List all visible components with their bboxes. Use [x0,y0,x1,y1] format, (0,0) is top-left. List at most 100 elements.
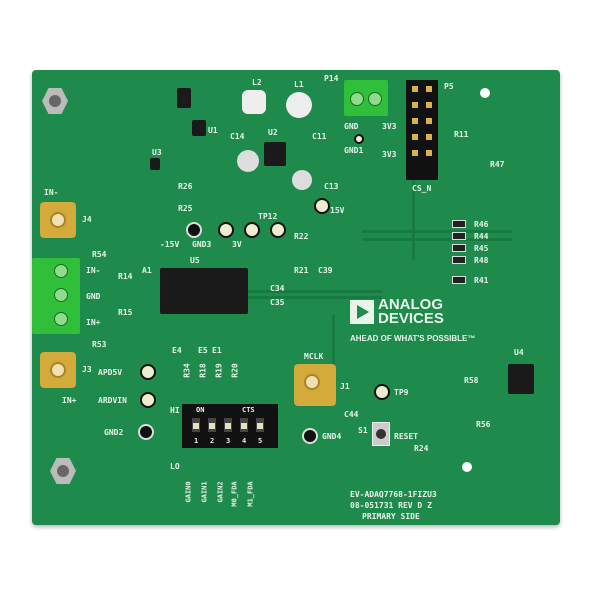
label: 3 [226,437,231,445]
label: 5 [258,437,263,445]
label: -15V [160,240,180,249]
label: GND3 [192,240,212,249]
label: L2 [252,78,262,87]
j4-sma-connector[interactable] [40,202,76,238]
label: R54 [92,250,107,259]
dip-switch-3[interactable] [224,418,232,432]
l2-inductor [242,90,266,114]
label: C39 [318,266,333,275]
u1-chip [192,120,206,136]
capacitor [237,150,259,172]
label: R48 [474,256,489,265]
board-side: PRIMARY SIDE [362,512,420,521]
label: LO [170,462,180,471]
gnd3-test-point[interactable] [218,222,234,238]
label: R22 [294,232,309,241]
label: 3V3 [382,150,397,159]
label: R58 [464,376,479,385]
ardvin-test-point[interactable] [140,392,156,408]
label: IN+ [62,396,77,405]
label: ON [196,406,205,414]
tp12-test-point[interactable] [270,222,286,238]
board-revision: 08-051731 REV D Z [350,501,432,510]
label: 15V [330,206,345,215]
label: TP9 [394,388,409,397]
m15v-test-point[interactable] [186,222,202,238]
label: E5 [198,346,208,355]
label: M1_FDA [246,481,255,507]
label: 4 [242,437,247,445]
label: R18 [198,363,208,378]
label: R24 [414,444,429,453]
label: R34 [182,363,192,378]
label: J3 [82,365,92,374]
u3-chip [150,158,160,170]
j3-sma-connector[interactable] [40,352,76,388]
label: A1 [142,266,152,275]
u5-adc-chip [160,268,248,314]
label: C11 [312,132,327,141]
label: ARDVIN [98,396,127,405]
label: E1 [212,346,222,355]
label: R20 [230,363,240,378]
gnd1-test-point[interactable] [354,134,364,144]
label: M0_FDA [230,481,239,507]
label: R41 [474,276,489,285]
label: HI [170,406,180,415]
label: J4 [82,215,92,224]
label: R53 [92,340,107,349]
label: CTS [242,406,255,414]
screw-terminal[interactable] [32,258,80,334]
label: APD5V [98,368,123,377]
label: U4 [514,348,524,357]
label: U5 [190,256,200,265]
dip-switch-1[interactable] [192,418,200,432]
pcb-board: IN- J4 IN- GND IN+ J3 IN+ R54 R14 R15 R5… [32,70,560,525]
3v-test-point[interactable] [244,222,260,238]
label: L1 [294,80,304,89]
label: R44 [474,232,489,241]
15v-test-point[interactable] [314,198,330,214]
chip [177,88,191,108]
j1-mclk-sma-connector[interactable] [294,364,336,406]
reset-button[interactable] [372,422,390,446]
tp9-test-point[interactable] [374,384,390,400]
label: C34 [270,284,285,293]
dip-switch-5[interactable] [256,418,264,432]
label: C14 [230,132,245,141]
label: J1 [340,382,350,391]
mounting-hole [480,88,490,98]
dip-switch[interactable]: ON CTS 1 2 3 4 5 [182,404,278,448]
label: R25 [178,204,193,213]
mounting-nut [42,88,68,114]
dip-switch-2[interactable] [208,418,216,432]
label: TP12 [258,212,278,221]
label: RESET [394,432,419,441]
label: GAIN2 [216,481,225,503]
label: C44 [344,410,359,419]
label: R15 [118,308,133,317]
label: GND [86,292,101,301]
apd5v-test-point[interactable] [140,364,156,380]
gnd2-test-point[interactable] [138,424,154,440]
label: 1 [194,437,199,445]
label: R47 [490,160,505,169]
label: GAIN1 [200,481,209,503]
u4-chip [508,364,534,394]
label: P14 [324,74,339,83]
dip-switch-4[interactable] [240,418,248,432]
label: GND4 [322,432,342,441]
label: 3V3 [382,122,397,131]
label: GAIN0 [184,481,193,503]
board-part-number: EV-ADAQ7768-1FIZU3 [350,490,437,499]
label: C35 [270,298,285,307]
mounting-nut [50,458,76,484]
label: R14 [118,272,133,281]
p5-pin-header[interactable] [406,80,438,180]
p14-terminal[interactable] [344,80,388,116]
label: IN+ [86,318,101,327]
label: R45 [474,244,489,253]
label: GND [344,122,359,131]
gnd4-test-point[interactable] [302,428,318,444]
